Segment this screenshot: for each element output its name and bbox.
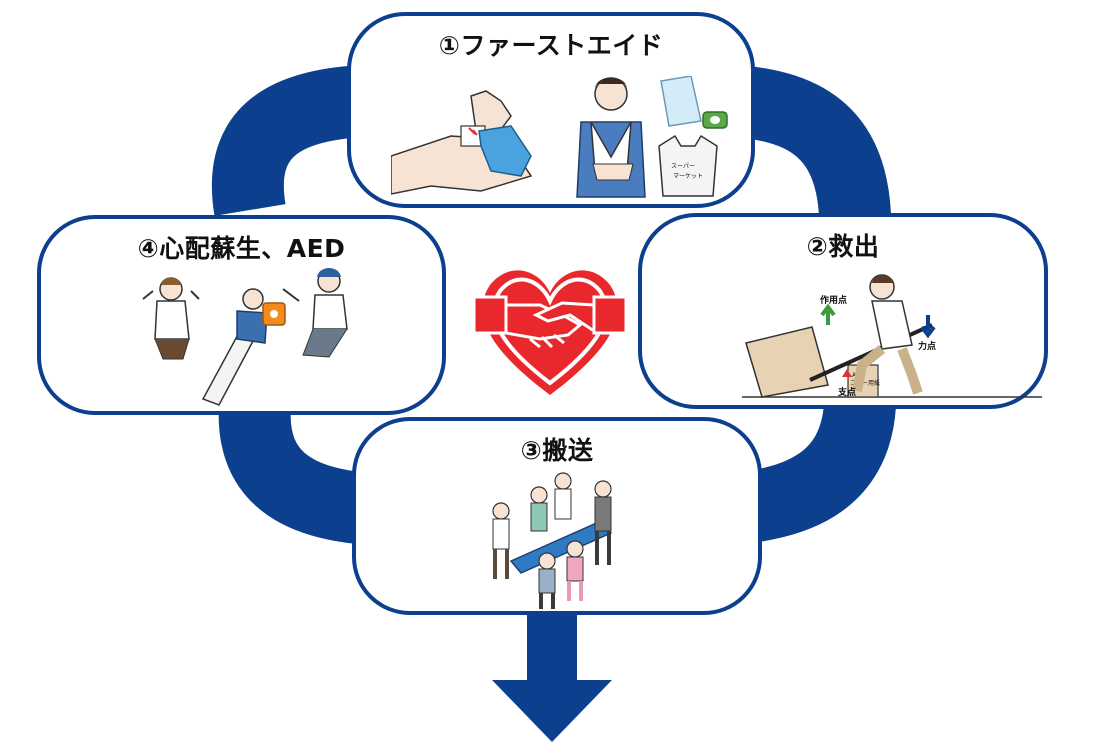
step-card-cpr-aed: ④心配蘇生、AED	[37, 215, 446, 415]
step-title: ①ファーストエイド	[438, 31, 664, 60]
step-card-rescue: ②救出 A4 コピー用紙 作用点 力点 支点	[638, 213, 1048, 409]
cpr-aed-illustration	[142, 268, 348, 406]
label-fulcrum: 支点	[837, 386, 856, 398]
heart-handshake-icon	[472, 270, 628, 395]
lever-rescue-illustration: A4 コピー用紙 作用点 力点 支点	[742, 274, 1042, 398]
step-title: ②救出	[806, 232, 880, 261]
arm-sling-person-illustration	[576, 77, 646, 198]
box-label-line2: コピー用紙	[850, 379, 880, 387]
supplies-illustration: スーパー マーケット	[658, 76, 728, 197]
step-card-transport: ③搬送	[352, 417, 762, 615]
bandaged-wrist-illustration	[391, 90, 533, 195]
step-card-first-aid: ①ファーストエイド スーパー マーケット	[347, 12, 755, 208]
bag-text-line1: スーパー	[671, 163, 695, 170]
label-effort: 作用点	[820, 294, 847, 306]
arrow-down-icon	[492, 605, 612, 742]
label-force: 力点	[918, 340, 936, 352]
stretcher-carry-illustration	[492, 472, 613, 609]
step-title: ④心配蘇生、AED	[137, 234, 346, 263]
step-title: ③搬送	[520, 436, 594, 465]
bag-text-line2: マーケット	[673, 173, 703, 180]
